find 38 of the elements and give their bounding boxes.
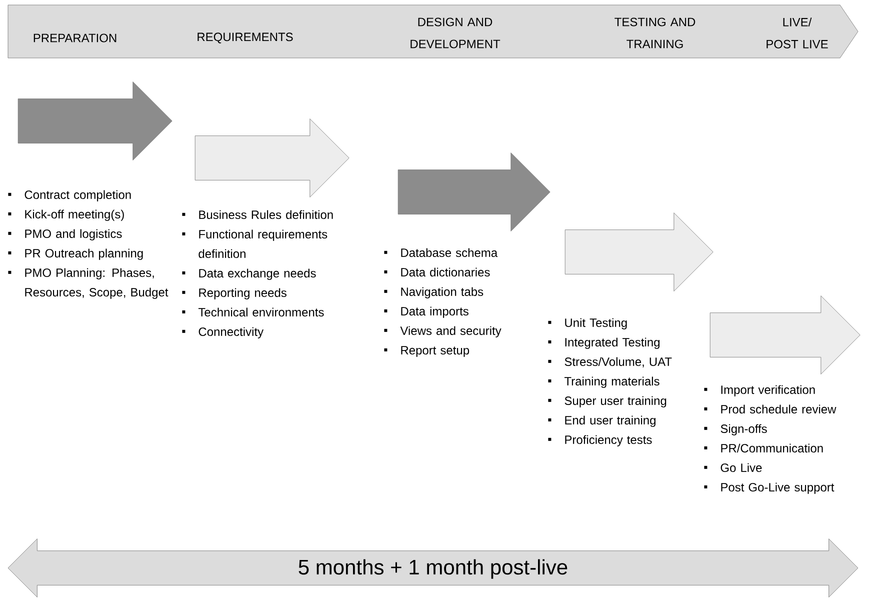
list-item: Data exchange needs [182, 268, 316, 280]
list-item: Super user training [548, 396, 666, 408]
list-item: Kick-off meeting(s) [8, 210, 124, 221]
duration-arrow [8, 538, 858, 598]
list-item: Stress/Volume, UAT [548, 357, 672, 368]
list-item: Functional requirements definition [182, 230, 328, 258]
list-item: Technical environments [182, 308, 324, 316]
list-item: Unit Testing [548, 318, 627, 330]
phase-heading: DESIGN AND DEVELOPMENT [410, 18, 500, 48]
list-item: PMO Planning: Phases, Resources, Scope, Budget [8, 268, 168, 299]
list-item: Prod schedule review [704, 404, 836, 414]
list-item: Post Go-Live support [704, 482, 834, 494]
phase-heading: LIVE/ POST LIVE [766, 18, 828, 48]
list-item: PMO and logistics [8, 229, 122, 240]
list-item: Data dictionaries [384, 268, 490, 276]
duration-label: 5 months + 1 month post-live [298, 559, 568, 579]
list-item: Views and security [384, 326, 502, 338]
list-item: End user training [548, 416, 656, 427]
phase-heading: REQUIREMENTS [198, 32, 293, 44]
list-item: Proficiency tests [548, 435, 652, 446]
list-item: Reporting needs [182, 288, 286, 300]
list-item: Data imports [384, 306, 468, 318]
phase-heading: TESTING AND TRAINING [614, 18, 696, 48]
list-item: Import verification [704, 385, 815, 396]
list-item: Integrated Testing [548, 338, 660, 349]
list-item: Training materials [548, 376, 660, 388]
list-item: Connectivity [182, 327, 264, 338]
list-item: Navigation tabs [384, 287, 484, 298]
list-item: Contract completion [8, 190, 131, 202]
list-item: Report setup [384, 346, 470, 357]
list-item: PR/Communication [704, 444, 823, 452]
list-item: Sign-offs [704, 424, 767, 436]
list-item: PR Outreach planning [8, 248, 143, 260]
list-item: Database schema [384, 248, 498, 257]
list-item: Business Rules definition [182, 210, 333, 219]
phase-banner [8, 4, 858, 58]
list-item: Go Live [704, 463, 762, 472]
phase-heading: PREPARATION [34, 34, 116, 42]
